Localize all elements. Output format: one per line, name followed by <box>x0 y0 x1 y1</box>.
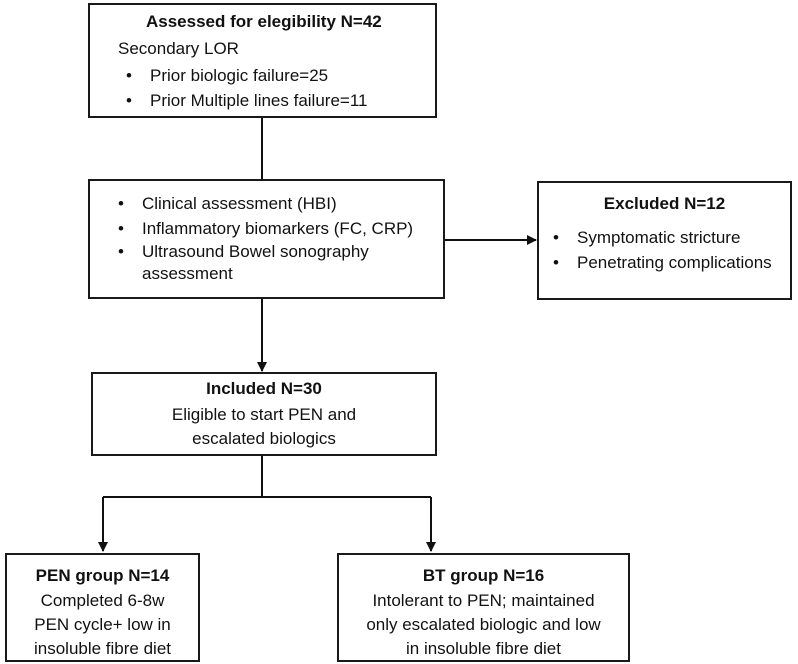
assessed-list: •Prior biologic failure=25 •Prior Multip… <box>118 63 427 113</box>
excluded-list: •Symptomatic stricture •Penetrating comp… <box>545 225 784 275</box>
assessed-title: Assessed for elegibility N=42 <box>146 12 382 31</box>
bt-group-title: BT group N=16 <box>422 566 545 585</box>
assessment-box: •Clinical assessment (HBI) •Inflammatory… <box>88 179 445 299</box>
pen-group-box: PEN group N=14 Completed 6-8w PEN cycle+… <box>5 553 200 662</box>
list-item: •Prior Multiple lines failure=11 <box>126 91 368 110</box>
assessed-box: Assessed for elegibility N=42 Secondary … <box>88 3 437 118</box>
pen-group-line-3: insoluble fibre diet <box>33 639 172 658</box>
pen-group-line-1: Completed 6-8w <box>40 591 165 610</box>
included-line-2: escalated biologics <box>192 429 336 448</box>
list-item: •Prior biologic failure=25 <box>126 66 329 85</box>
list-item: •Inflammatory biomarkers (FC, CRP) <box>118 219 414 238</box>
excluded-title: Excluded N=12 <box>603 194 726 213</box>
list-item: •Symptomatic stricture <box>553 228 741 247</box>
included-title: Included N=30 <box>206 379 322 398</box>
included-line-1: Eligible to start PEN and <box>171 405 357 424</box>
bt-group-box: BT group N=16 Intolerant to PEN; maintai… <box>337 553 630 662</box>
assessment-list: •Clinical assessment (HBI) •Inflammatory… <box>110 191 437 285</box>
list-item: •Penetrating complications <box>553 253 772 272</box>
excluded-box: Excluded N=12 •Symptomatic stricture •Pe… <box>537 181 792 300</box>
list-item: •Ultrasound Bowel sonography assessment <box>118 242 369 283</box>
included-box: Included N=30 Eligible to start PEN and … <box>91 372 437 456</box>
assessed-subtitle: Secondary LOR <box>118 39 239 58</box>
pen-group-line-2: PEN cycle+ low in <box>34 615 171 634</box>
bt-group-line-2: only escalated biologic and low <box>366 615 601 634</box>
bt-group-line-1: Intolerant to PEN; maintained <box>372 591 595 610</box>
bt-group-line-3: in insoluble fibre diet <box>406 639 561 658</box>
list-item: •Clinical assessment (HBI) <box>118 194 337 213</box>
pen-group-title: PEN group N=14 <box>35 566 170 585</box>
